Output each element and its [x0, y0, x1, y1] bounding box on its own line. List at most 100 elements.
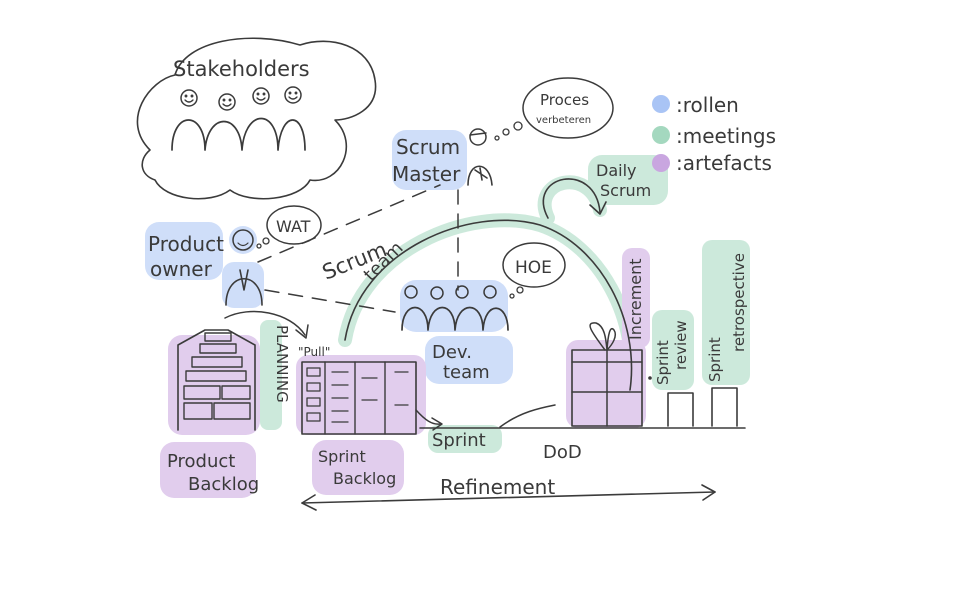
- highlight-increment-label: [622, 248, 650, 348]
- review-retro-group: Sprint review Sprint retrospective: [648, 253, 748, 427]
- scrum-master-label-2: Master: [392, 162, 461, 186]
- highlight-increment-box: [566, 340, 646, 428]
- dash-po-sm: [257, 184, 441, 263]
- highlight-product-backlog: [168, 335, 260, 435]
- highlight-retro: [702, 240, 750, 385]
- sprint-retro-label-1: Sprint: [706, 337, 724, 382]
- increment-label: Increment: [626, 258, 645, 340]
- wat-bubble: [266, 205, 322, 245]
- pull-label: "Pull": [298, 345, 330, 359]
- sprint-backlog-columns: [324, 361, 386, 435]
- highlight-dev-label: [425, 336, 513, 384]
- scrum-master-cap: [469, 132, 487, 136]
- review-pillar: [667, 392, 694, 427]
- legend-dot-meetings: [652, 126, 670, 144]
- product-backlog-stack: [177, 329, 256, 431]
- sprint-backlog-label-1: Sprint: [318, 447, 366, 466]
- product-owner-label-2: owner: [150, 257, 213, 281]
- planning-label: PLANNING: [273, 325, 291, 403]
- product-owner-group: Product owner WAT: [148, 205, 322, 306]
- stakeholders-label: Stakeholders: [173, 57, 310, 81]
- sprint-arc: [344, 219, 633, 391]
- legend-dot-artefacts: [652, 154, 670, 172]
- dev-heads: [404, 285, 497, 300]
- thought-dot-po-1: [256, 243, 262, 249]
- hoe-bubble: [502, 242, 566, 288]
- pull-arrowhead: [295, 324, 309, 339]
- stakeholder-heads: [180, 86, 302, 111]
- dash-po-dev: [264, 289, 396, 313]
- dashed-relations: [257, 184, 459, 313]
- legend-dot-rollen: [652, 95, 670, 113]
- stakeholder-faces: [184, 91, 298, 107]
- refinement-group: Refinement: [301, 475, 716, 511]
- sprint-backlog-board: [301, 361, 417, 435]
- legend-rollen: :rollen: [676, 93, 739, 117]
- proces-label-2: verbeteren: [536, 115, 591, 126]
- legend-meetings: :meetings: [676, 124, 776, 148]
- dev-team-group: Dev. team HOE: [401, 242, 566, 383]
- scrum-master-label-1: Scrum: [396, 135, 460, 159]
- daily-scrum-loop: [542, 178, 601, 219]
- retro-pillar: [711, 387, 738, 427]
- daily-scrum-label-2: Scrum: [600, 181, 651, 200]
- sprint-backlog-group: Sprint Backlog: [301, 361, 417, 488]
- product-owner-head: [232, 229, 254, 251]
- pull-arrow: [224, 310, 306, 336]
- highlight-product-owner: [145, 222, 223, 280]
- refinement-arrowhead-left: [301, 494, 317, 511]
- increment-group: Increment: [571, 258, 645, 427]
- product-owner-label-1: Product: [148, 232, 224, 256]
- refinement-arrowhead-right: [701, 484, 716, 501]
- sprint-retro-label-2: retrospective: [730, 253, 748, 352]
- daily-scrum-label-1: Daily: [596, 161, 636, 180]
- dev-bodies: [401, 306, 509, 331]
- dev-team-label-1: Dev.: [432, 342, 472, 363]
- product-owner-smile: [237, 242, 249, 247]
- proces-label-1: Proces: [540, 91, 589, 109]
- stakeholders-group: Stakeholders: [136, 37, 377, 200]
- highlight-review: [652, 310, 694, 390]
- dev-team-label-2: team: [443, 362, 490, 383]
- highlight-daily-loop: [537, 175, 607, 225]
- stakeholder-bodies: [171, 117, 306, 151]
- scrum-master-head: [469, 128, 487, 146]
- sprint-label: Sprint: [432, 430, 486, 451]
- legend-artefacts: :artefacts: [676, 151, 772, 175]
- highlight-scrum-master: [392, 130, 467, 190]
- proces-bubble: [522, 77, 614, 139]
- sprint-review-label-1: Sprint: [654, 340, 672, 385]
- increment-ribbon: [571, 349, 643, 427]
- thought-dot-sm-3: [513, 121, 523, 131]
- highlight-planning: [260, 320, 282, 430]
- board-to-sprint-arrow: [415, 409, 441, 425]
- thought-dot-sm-2: [502, 128, 510, 136]
- product-backlog-label-1: Product: [167, 451, 235, 472]
- daily-scrum-arrowhead: [589, 201, 607, 215]
- refinement-label: Refinement: [440, 475, 555, 499]
- legend: :rollen :meetings :artefacts: [652, 93, 776, 175]
- thought-dot-po-2: [262, 237, 270, 245]
- sprint-review-label-2: review: [672, 320, 690, 370]
- product-backlog-items: [183, 332, 251, 420]
- thought-dot-dev-2: [516, 286, 524, 294]
- product-owner-body: [225, 269, 263, 306]
- thought-dot-sm-1: [494, 135, 500, 141]
- highlight-sb-label: [312, 440, 404, 495]
- highlight-pb-label: [160, 442, 256, 498]
- dod-label: DoD: [543, 442, 582, 463]
- thought-dot-dev-1: [509, 293, 515, 299]
- increment-bow: [589, 322, 617, 351]
- product-backlog-group: Product Backlog: [167, 329, 259, 495]
- scrum-master-group: Scrum Master Proces verbeteren: [392, 77, 614, 186]
- refinement-line: [301, 491, 716, 504]
- product-backlog-label-2: Backlog: [188, 474, 259, 495]
- scrum-master-body: [467, 165, 493, 186]
- wat-label: WAT: [276, 217, 311, 236]
- sprint-backlog-label-2: Backlog: [333, 469, 396, 488]
- hoe-label: HOE: [515, 258, 552, 278]
- highlight-sprint: [428, 425, 502, 453]
- sprint-backlog-cards: [306, 367, 409, 423]
